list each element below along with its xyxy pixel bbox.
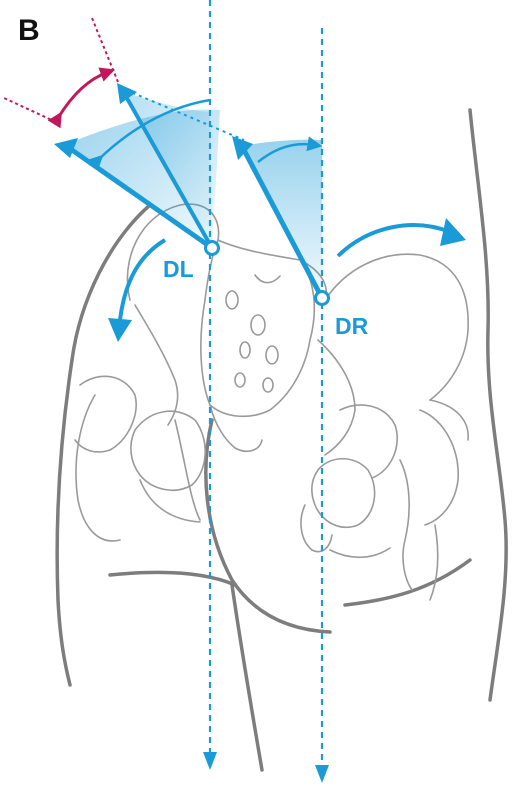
panel-letter: B: [18, 14, 40, 48]
right-axis-arrowhead: [315, 765, 329, 783]
sacrum-outline: [201, 240, 314, 416]
difference-angle-arc: [58, 72, 108, 118]
left-ilium-inner: [135, 305, 178, 425]
left-obturator: [131, 411, 205, 490]
left-buttock-fold: [110, 572, 235, 585]
sacral-foramen-4: [266, 346, 278, 364]
buttock-center-right: [232, 585, 262, 770]
left-ischium: [75, 376, 136, 452]
right-ischium: [340, 405, 397, 478]
sacral-foramen-1: [226, 291, 238, 309]
sacral-foramen-5: [235, 373, 245, 387]
buttock-center-left: [206, 420, 330, 632]
point-label-dl: DL: [163, 256, 194, 283]
right-pubic-ramus: [330, 548, 390, 557]
point-label-dr: DR: [335, 313, 368, 340]
right-rotation-arrowhead: [440, 218, 466, 246]
pivot-dr-ring: [316, 292, 329, 305]
left-axis-arrowhead: [203, 752, 217, 770]
right-greater-trochanter: [400, 400, 468, 590]
right-femur-shaft: [430, 525, 438, 600]
sacral-foramen-6: [263, 378, 273, 392]
right-rotation-arrow: [338, 225, 450, 256]
sacral-foramen-3: [240, 342, 250, 358]
pubic-symphysis: [301, 505, 332, 552]
left-rotation-arrowhead: [108, 318, 132, 342]
right-femoral-head: [420, 410, 458, 525]
right-ilium-inner: [318, 340, 355, 455]
pivot-dl-ring: [206, 242, 219, 255]
sacral-foramen-2: [251, 315, 265, 335]
left-obturator-lower: [175, 420, 200, 520]
vertical-reference-lines: [210, 0, 322, 778]
right-body-contour: [470, 110, 506, 700]
sacrum-top-notch: [255, 275, 280, 283]
pelvis-bones: [75, 204, 468, 600]
left-body-contour: [57, 205, 150, 685]
coccyx: [210, 405, 262, 451]
left-femoral-head: [76, 395, 120, 541]
magenta-guide-lower: [4, 98, 56, 122]
